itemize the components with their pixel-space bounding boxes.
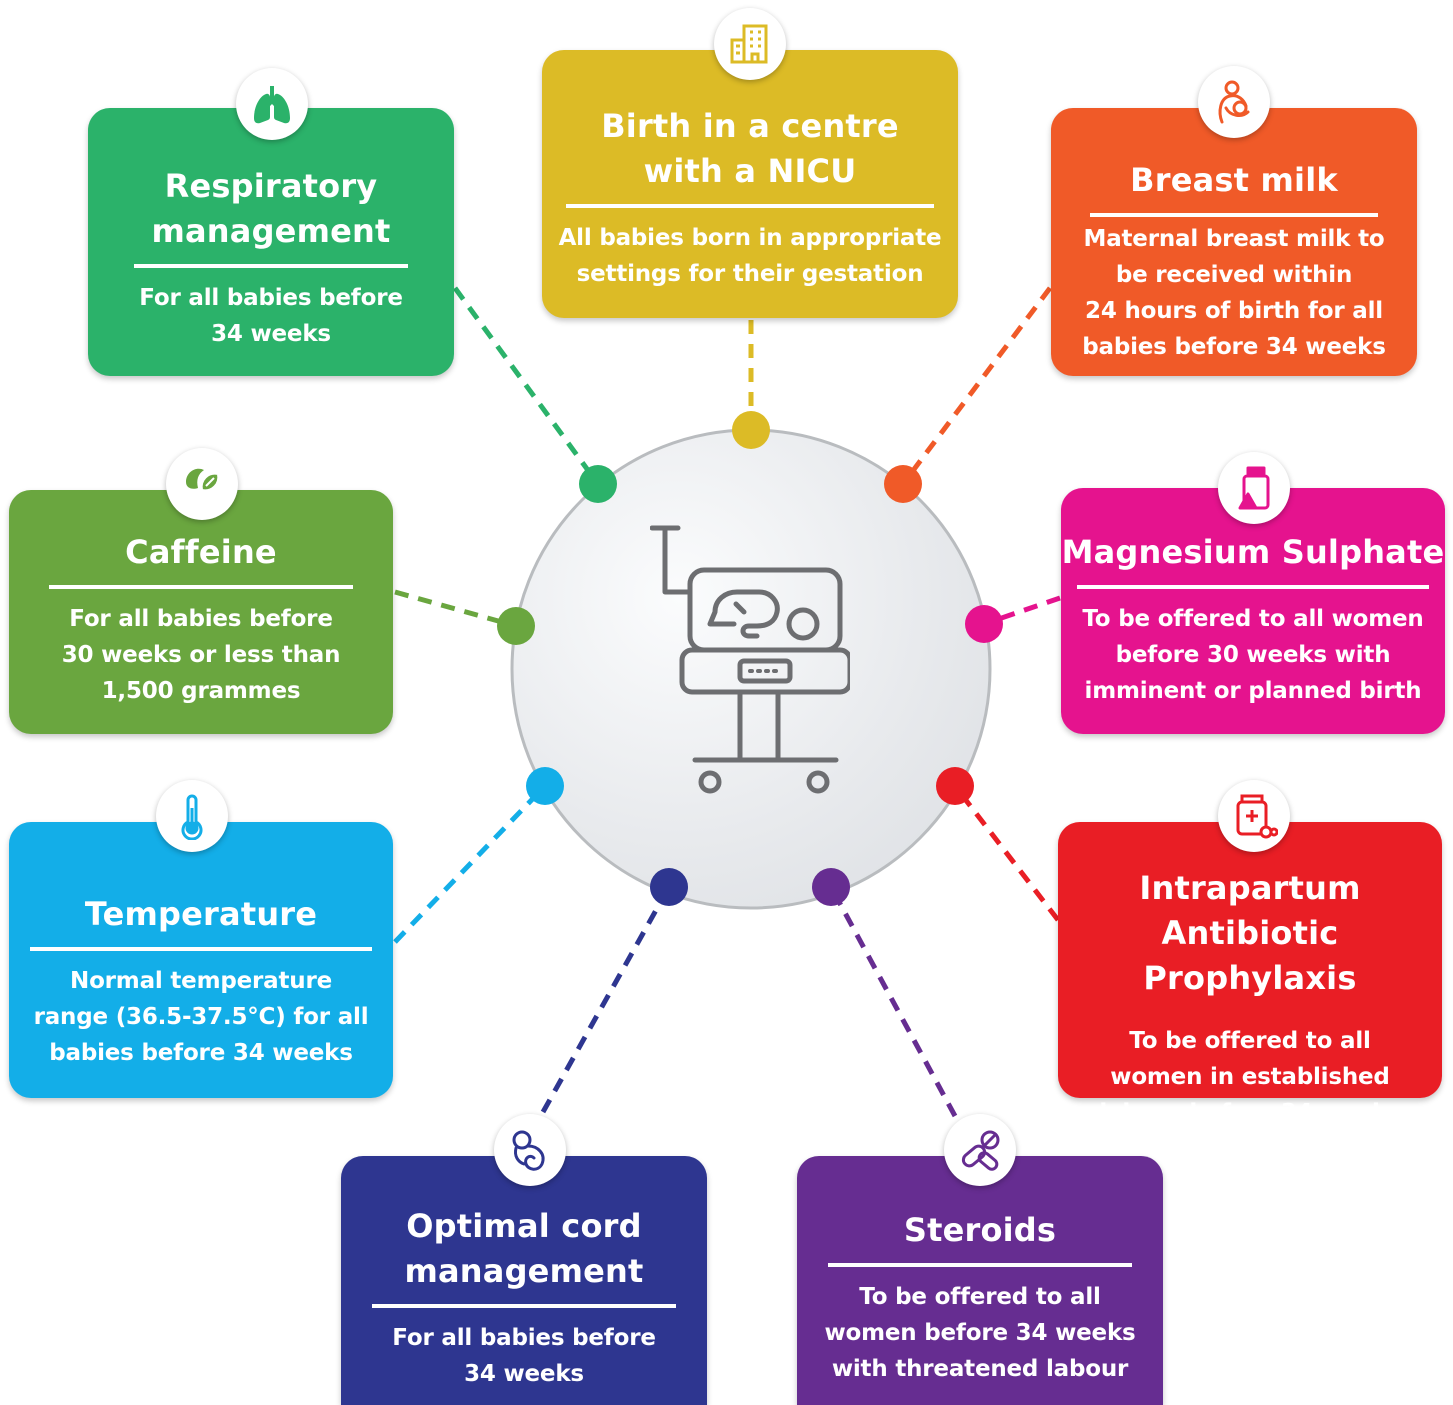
card-title: Magnesium Sulphate <box>1061 533 1445 571</box>
card-caffeine: Caffeine For all babies before 30 weeks … <box>9 490 393 734</box>
card-title: Birth in a centre with a NICU <box>601 107 899 190</box>
divider <box>49 585 353 589</box>
card-description: To be offered to all women in establishe… <box>1099 1028 1401 1126</box>
card-description: Normal temperature range (36.5-37.5°C) f… <box>33 968 369 1066</box>
lungs-icon <box>236 68 308 140</box>
card-birth-in-nicu-centre: Birth in a centre with a NICU All babies… <box>542 50 958 318</box>
card-description: For all babies before 30 weeks or less t… <box>61 606 341 704</box>
card-description: All babies born in appropriate settings … <box>558 225 942 287</box>
card-respiratory-management: Respiratory management For all babies be… <box>88 108 454 376</box>
connector-temperature <box>393 784 547 944</box>
mother-baby-icon <box>1198 66 1270 138</box>
capsules-icon <box>944 1114 1016 1186</box>
divider <box>566 204 934 208</box>
card-breast-milk: Breast milk Maternal breast milk to be r… <box>1051 108 1417 376</box>
card-title: Intrapartum Antibiotic Prophylaxis <box>1139 869 1361 997</box>
divider <box>1090 213 1378 217</box>
pill-bottle-icon <box>1218 780 1290 852</box>
card-description: Maternal breast milk to be received with… <box>1082 226 1386 360</box>
card-title: Temperature <box>84 895 318 933</box>
connector-caffeine <box>394 589 517 629</box>
card-title: Optimal cord management <box>404 1207 644 1290</box>
coffee-bean-icon <box>166 448 238 520</box>
card-steroids: Steroids To be offered to all women befo… <box>797 1156 1163 1405</box>
divider <box>1077 585 1429 589</box>
thermometer-icon <box>156 780 228 852</box>
card-description: For all babies before 34 weeks <box>392 1325 656 1387</box>
divider <box>372 1304 676 1308</box>
card-description: To be offered to all women before 34 wee… <box>824 1284 1136 1382</box>
connector-steroids <box>828 885 958 1118</box>
card-title: Respiratory management <box>151 167 391 250</box>
card-optimal-cord-management: Optimal cord management For all babies b… <box>341 1156 707 1405</box>
card-description: For all babies before 34 weeks <box>139 285 403 347</box>
card-magnesium-sulphate: Magnesium Sulphate To be offered to all … <box>1061 488 1445 734</box>
card-title: Caffeine <box>125 533 277 571</box>
connector-cord <box>540 885 672 1114</box>
card-temperature: Temperature Normal temperature range (36… <box>9 822 393 1098</box>
card-description: To be offered to all women before 30 wee… <box>1082 606 1424 704</box>
card-title: Breast milk <box>1130 161 1338 199</box>
divider <box>828 1263 1132 1267</box>
fetus-icon <box>494 1114 566 1186</box>
card-title: Steroids <box>903 1211 1057 1249</box>
hospital-building-icon <box>714 8 786 80</box>
connector-magnesium <box>983 595 1061 627</box>
incubator-icon <box>650 525 850 794</box>
divider <box>134 264 408 268</box>
medicine-bottle-icon <box>1218 452 1290 524</box>
card-intrapartum-antibiotic-prophylaxis: Intrapartum Antibiotic Prophylaxis To be… <box>1058 822 1442 1126</box>
connector-antibiotic <box>953 784 1060 922</box>
divider <box>30 947 372 951</box>
